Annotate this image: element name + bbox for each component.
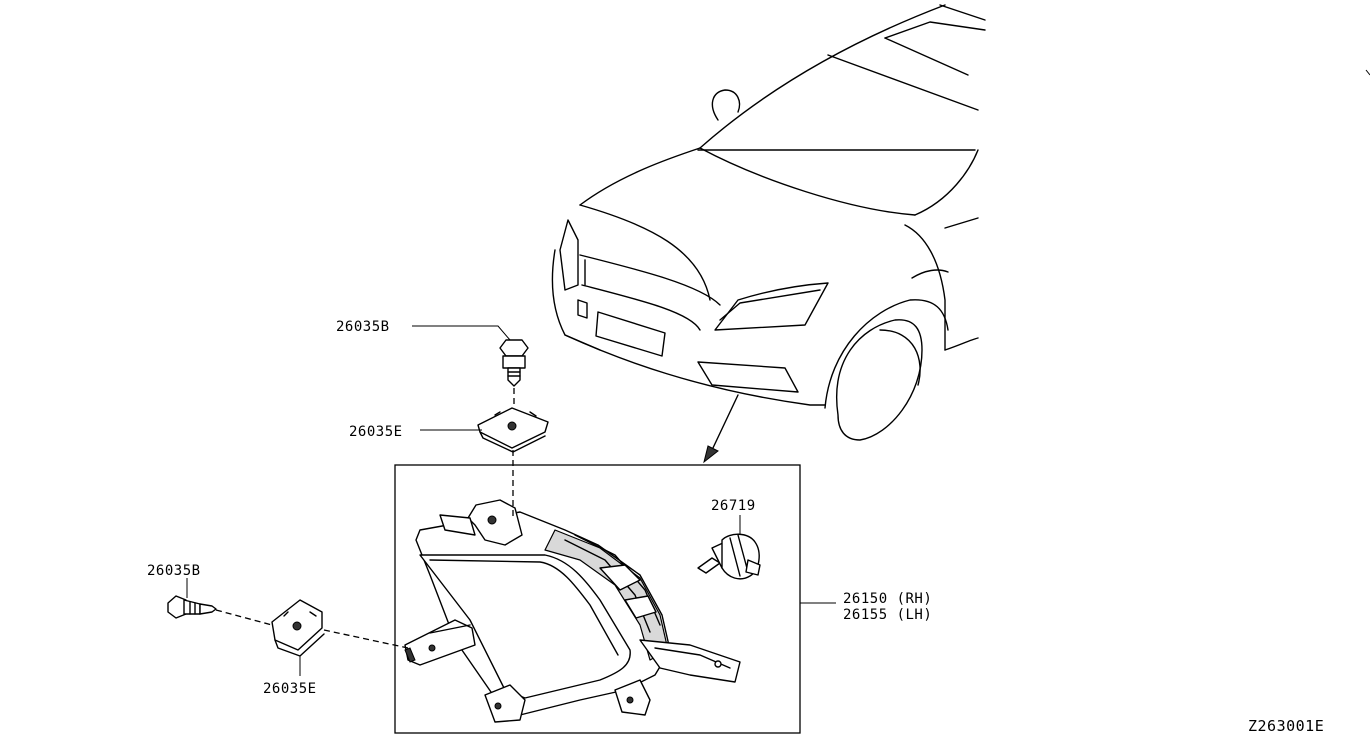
label-26719: 26719 xyxy=(711,498,756,514)
bolt-lower-part xyxy=(167,595,217,619)
detail-frame xyxy=(394,464,801,734)
label-26035e-lower: 26035E xyxy=(263,681,317,697)
label-26035b-upper: 26035B xyxy=(336,319,390,335)
nut-upper-part xyxy=(477,407,549,453)
location-arrow xyxy=(703,394,739,464)
label-26155-lh: 26155 (LH) xyxy=(843,607,932,623)
label-26035b-lower: 26035B xyxy=(147,563,201,579)
vehicle-front-illustration xyxy=(551,4,1370,441)
leader-lines xyxy=(186,325,836,676)
figure-code: Z263001E xyxy=(1248,717,1324,735)
bulb-part xyxy=(697,515,761,580)
assembly-lines xyxy=(215,388,515,649)
fog-lamp-assembly xyxy=(404,499,741,723)
label-26150-rh: 26150 (RH) xyxy=(843,591,932,607)
nut-lower-part xyxy=(271,599,325,657)
label-26035e-upper: 26035E xyxy=(349,424,403,440)
bolt-upper-part xyxy=(499,339,529,387)
